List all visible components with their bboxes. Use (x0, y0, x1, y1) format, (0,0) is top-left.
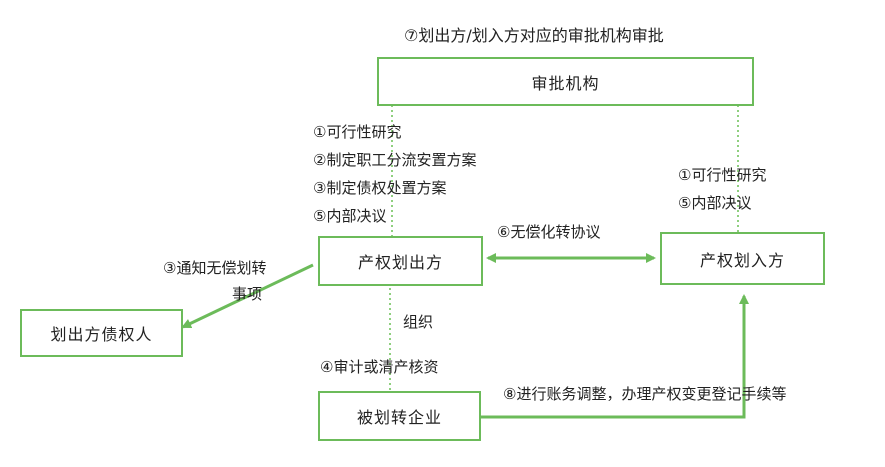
adjust-label: ⑧进行账务调整，办理产权变更登记手续等 (503, 385, 787, 403)
transferred-enterprise-box: 被划转企业 (318, 391, 481, 441)
notify-label-line-2: 事项 (232, 285, 263, 303)
approval-authority-box: 审批机构 (377, 57, 754, 106)
left-step-4: ⑤内部决议 (313, 207, 387, 225)
creditors-box: 划出方债权人 (20, 309, 183, 357)
creditors-label: 划出方债权人 (50, 325, 153, 344)
left-step-3: ③制定债权处置方案 (313, 179, 447, 197)
transferred-enterprise-label: 被划转企业 (356, 408, 442, 427)
transferor-label: 产权划出方 (357, 253, 443, 272)
right-step-1: ①可行性研究 (678, 166, 767, 184)
agreement-label: ⑥无偿化转协议 (497, 223, 601, 241)
transferor-box: 产权划出方 (318, 236, 483, 286)
right-step-2: ⑤内部决议 (678, 194, 752, 212)
notify-arrow (181, 263, 314, 329)
transferee-label: 产权划入方 (699, 250, 785, 270)
notify-label-line-1: ③通知无偿划转 (163, 259, 267, 277)
audit-label: ④审计或清产核资 (320, 358, 439, 376)
organize-label: 组织 (403, 313, 434, 331)
adjust-arrow (480, 294, 749, 419)
top-caption: ⑦划出方/划入方对应的审批机构审批 (404, 26, 664, 45)
approval-authority-label: 审批机构 (531, 73, 600, 93)
left-step-1: ①可行性研究 (313, 123, 402, 141)
left-step-2: ②制定职工分流安置方案 (313, 151, 477, 169)
transferee-box: 产权划入方 (660, 232, 825, 285)
